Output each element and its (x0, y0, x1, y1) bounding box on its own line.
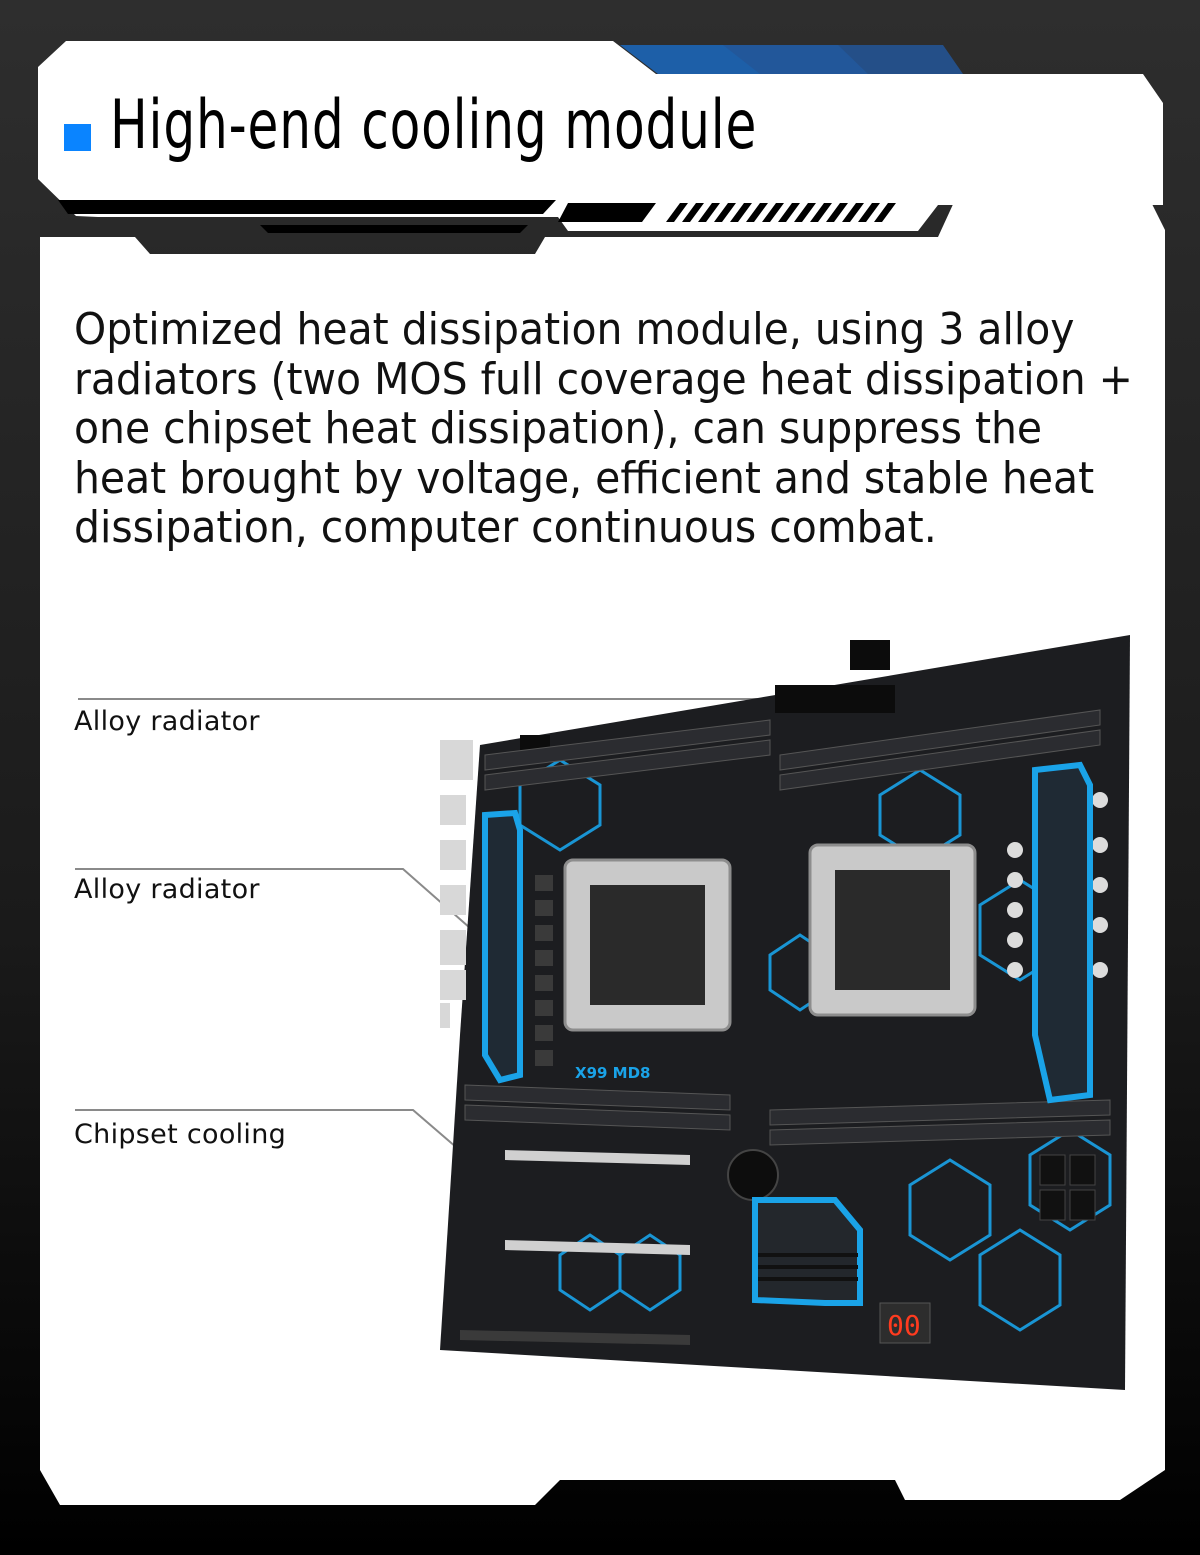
header-card (38, 41, 1163, 233)
header-frame (38, 41, 1163, 233)
debug-display-text: 00 (887, 1309, 921, 1342)
description-text: Optimized heat dissipation module, using… (74, 304, 1133, 553)
board-logo-text: X99 MD8 (575, 1064, 650, 1082)
title-accent-square (64, 124, 91, 151)
callout-chipset-cooling: Chipset cooling (74, 1119, 287, 1150)
motherboard-image: 00 X99 MD8 (440, 635, 1130, 1390)
callout-alloy-radiator-top: Alloy radiator (74, 706, 260, 737)
callout-alloy-radiator-left: Alloy radiator (74, 874, 260, 905)
page-title: High-end cooling module (110, 86, 758, 165)
